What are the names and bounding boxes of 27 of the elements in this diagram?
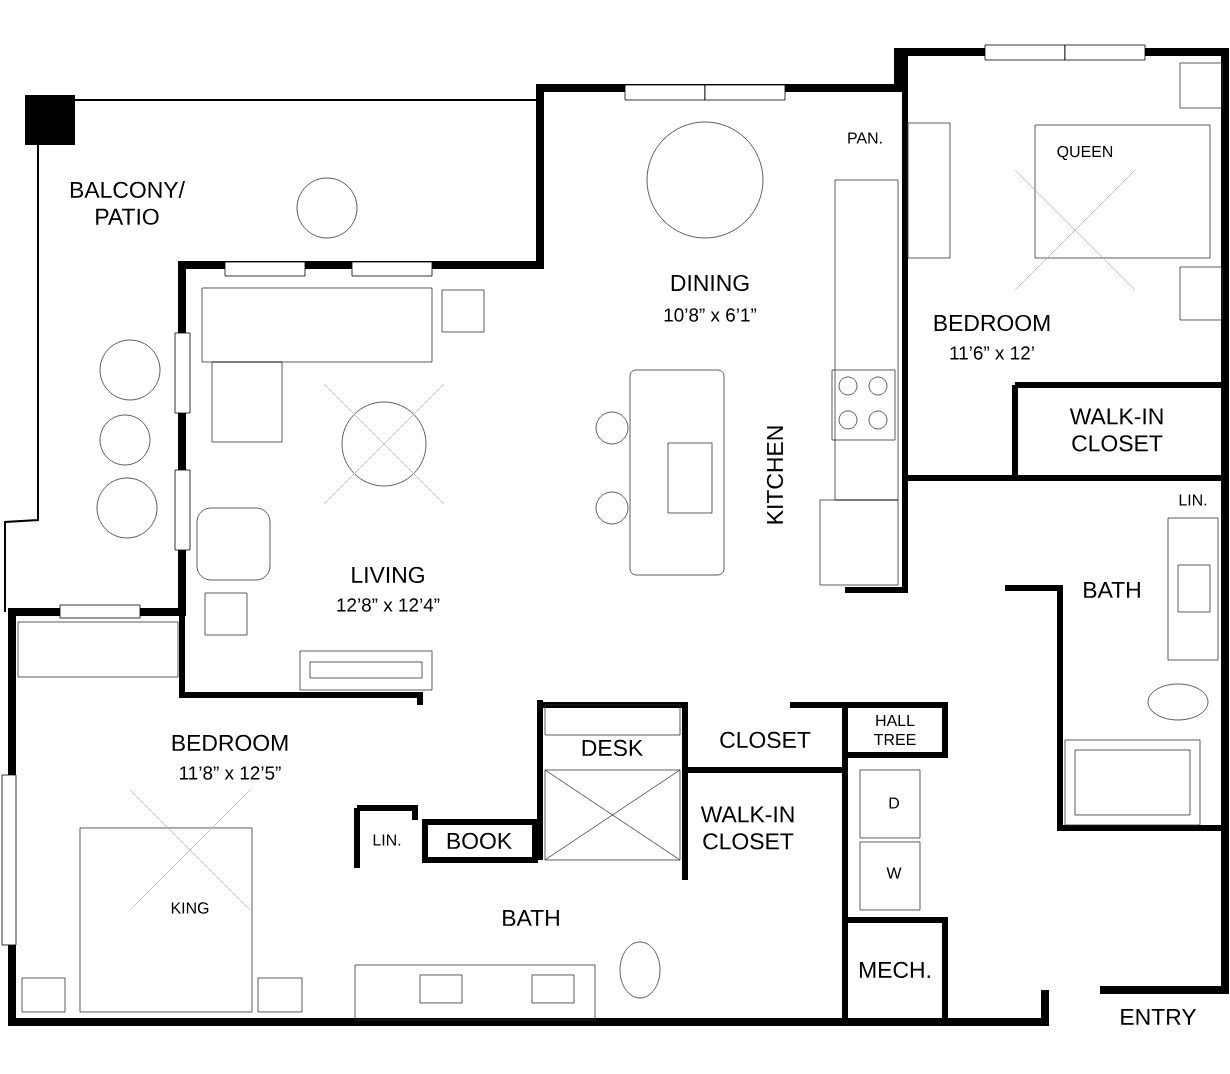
- fixture-label: W: [886, 867, 902, 879]
- dimension-label: 11’8” x 12’5”: [180, 766, 281, 780]
- room-label: KITCHEN: [766, 426, 784, 524]
- dimension-label: 11’6” x 12’: [950, 346, 1034, 360]
- room-label: DINING: [671, 274, 749, 292]
- room-label: DESK: [582, 739, 643, 757]
- room-label: BOOK: [447, 832, 512, 850]
- fixture-label: KING: [171, 902, 209, 914]
- room-label: ENTRY: [1121, 1009, 1197, 1025]
- room-label: WALK-IN CLOSET: [1069, 408, 1163, 452]
- room-label: BEDROOM: [172, 734, 288, 752]
- fixture-label: LIN.: [1179, 494, 1207, 506]
- room-label: BALCONY/ PATIO: [70, 181, 185, 225]
- room-label: MECH.: [859, 961, 930, 979]
- dimension-label: 10’8” x 6’1”: [664, 308, 757, 322]
- room-label: BEDROOM: [934, 314, 1050, 332]
- fixture-label: HALL TREE: [874, 715, 916, 745]
- room-label: BATH: [503, 910, 559, 926]
- fixture-label: LIN.: [373, 834, 401, 846]
- fixture-label: PAN.: [848, 132, 882, 144]
- room-label: LIVING: [352, 566, 424, 584]
- fixture-label: D: [889, 797, 899, 809]
- dimension-label: 12’8” x 12’4”: [337, 598, 440, 612]
- room-label: BATH: [1084, 582, 1140, 598]
- room-label: WALK-IN CLOSET: [700, 806, 794, 850]
- fixture-label: QUEEN: [1057, 145, 1113, 161]
- room-label: CLOSET: [720, 731, 811, 749]
